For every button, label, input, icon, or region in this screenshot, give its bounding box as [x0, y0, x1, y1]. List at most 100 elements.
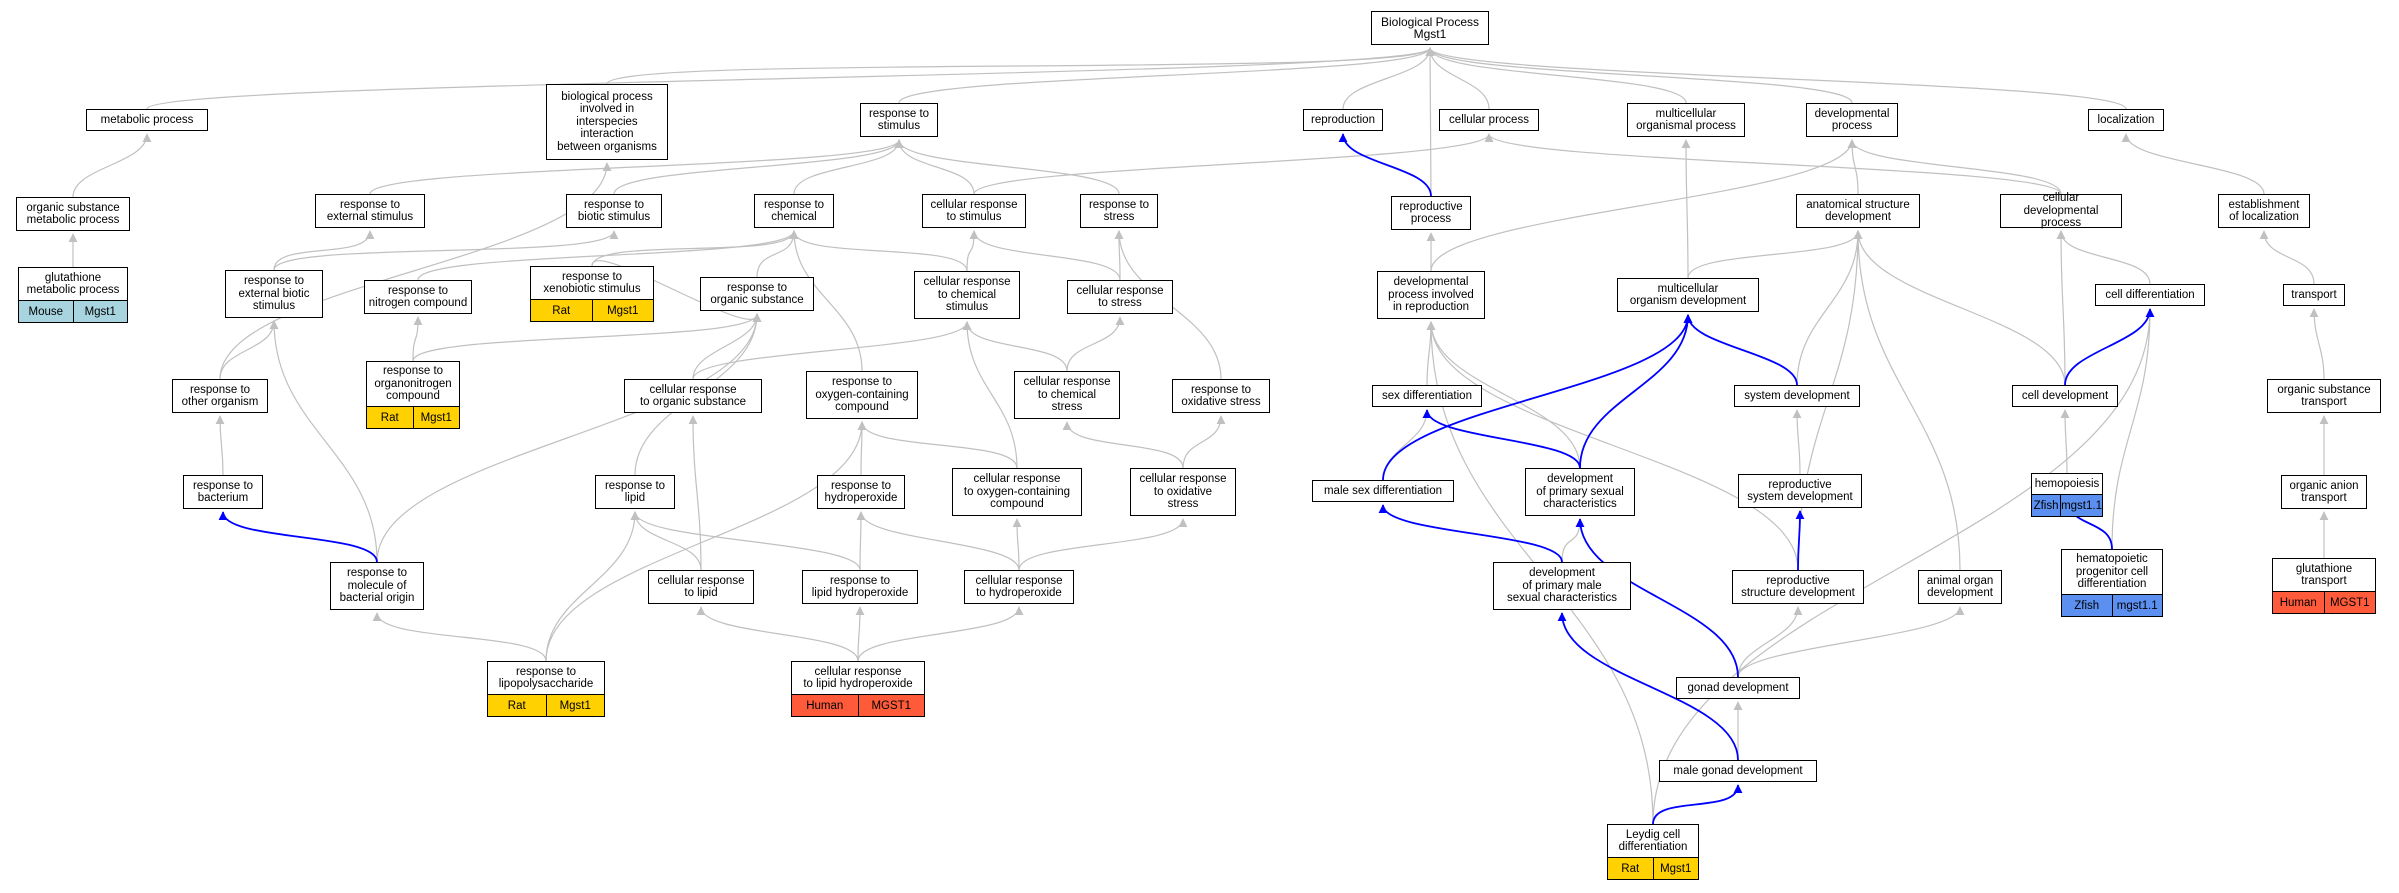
gene-label[interactable]: mgst1.1: [2060, 495, 2102, 516]
gene-label[interactable]: Mgst1: [545, 695, 605, 716]
go-term-celldev[interactable]: cell development: [2012, 385, 2118, 407]
go-term-respbact[interactable]: response to bacterium: [183, 475, 263, 509]
go-term-cellrespstim[interactable]: cellular response to stimulus: [922, 194, 1026, 228]
go-term-reprodstructdev[interactable]: reproductive structure development: [1732, 570, 1864, 604]
gene-label[interactable]: mgst1.1: [2111, 595, 2163, 616]
go-term-sexdiff[interactable]: sex differentiation: [1372, 385, 1482, 407]
go-term-animalorgan[interactable]: animal organ development: [1918, 570, 2002, 604]
go-term-celldiff[interactable]: cell differentiation: [2095, 284, 2205, 306]
go-term-anatdev[interactable]: anatomical structure development: [1796, 194, 1920, 228]
go-term-devreprod[interactable]: developmental process involved in reprod…: [1377, 271, 1485, 319]
edge-cellrespstress-to-cellrespstim: [969, 230, 1121, 281]
go-term-malesexdiff[interactable]: male sex differentiation: [1312, 480, 1454, 502]
gene-label[interactable]: MGST1: [857, 695, 925, 716]
go-term-cellrespoxy[interactable]: cellular response to oxygen-containing c…: [952, 468, 1082, 516]
go-term-respxeno[interactable]: response to xenobiotic stimulus: [530, 266, 654, 300]
go-term-cellrespoxstress[interactable]: cellular response to oxidative stress: [1130, 468, 1236, 516]
go-term-respextbiotic[interactable]: response to external biotic stimulus: [225, 270, 323, 318]
go-term-multidev[interactable]: multicellular organism development: [1617, 278, 1759, 312]
species-label[interactable]: Human: [806, 699, 844, 712]
go-term-respchem[interactable]: response to chemical: [754, 194, 834, 228]
edge-sexdiff-to-devreprod: [1426, 321, 1436, 386]
go-term-reprodproc[interactable]: reproductive process: [1391, 196, 1471, 230]
gene-label[interactable]: Mgst1: [72, 301, 128, 322]
edge-cellrespchem-to-cellrespstim: [966, 230, 979, 272]
go-term-hemaprog[interactable]: hematopoietic progenitor cell differenti…: [2061, 549, 2163, 595]
go-term-multiproc[interactable]: multicellular organismal process: [1627, 103, 1745, 137]
go-term-respoxstress[interactable]: response to oxidative stress: [1172, 379, 1270, 413]
go-term-cellrespstress[interactable]: cellular response to stress: [1067, 280, 1173, 314]
go-term-resplps[interactable]: response to lipopolysaccharide: [487, 661, 605, 695]
go-term-respnitro[interactable]: response to nitrogen compound: [364, 280, 472, 314]
go-term-gluttrans[interactable]: glutathione transport: [2272, 558, 2376, 592]
go-term-cellrespchem[interactable]: cellular response to chemical stimulus: [914, 271, 1020, 319]
go-term-cellresplipid[interactable]: cellular response to lipid: [648, 570, 754, 604]
go-term-respoxy[interactable]: response to oxygen-containing compound: [806, 371, 918, 419]
edge-cellresplipid-to-cellresporgsub: [688, 415, 702, 571]
go-term-cellresporgsub[interactable]: cellular response to organic substance: [624, 379, 762, 413]
edge-resporgnitro-to-respnitro: [412, 316, 423, 362]
go-term-cellproc[interactable]: cellular process: [1439, 109, 1539, 131]
species-label[interactable]: Mouse: [28, 305, 64, 318]
gene-label[interactable]: Mgst1: [591, 300, 654, 321]
go-term-sysdev[interactable]: system development: [1734, 385, 1860, 407]
go-term-label: anatomical structure development: [1806, 198, 1910, 224]
go-term-label: response to organic substance: [710, 281, 804, 307]
go-term-bpinter[interactable]: biological process involved in interspec…: [546, 84, 668, 160]
species-label[interactable]: Rat: [552, 304, 571, 317]
edge-resporgnitro-to-resporgsub: [412, 313, 762, 362]
edge-gonaddev-to-animalorgan: [1737, 606, 1965, 678]
go-term-devprimmale[interactable]: development of primary male sexual chara…: [1493, 562, 1631, 610]
edge-reproduction-to-root: [1342, 47, 1435, 110]
go-term-cellrespchemstress[interactable]: cellular response to chemical stress: [1014, 371, 1120, 419]
go-term-leydig[interactable]: Leydig cell differentiation: [1607, 824, 1699, 858]
go-term-respext[interactable]: response to external stimulus: [315, 194, 425, 228]
go-term-root[interactable]: Biological Process Mgst1: [1371, 11, 1489, 45]
edge-respmolbact-to-respbact: [218, 511, 378, 563]
go-term-respmolbact[interactable]: response to molecule of bacterial origin: [330, 562, 424, 610]
go-term-metabolic[interactable]: metabolic process: [86, 109, 208, 131]
go-term-orgsubmet[interactable]: organic substance metabolic process: [16, 197, 130, 231]
go-term-glut[interactable]: glutathione metabolic process: [18, 267, 128, 301]
go-term-malegonad[interactable]: male gonad development: [1659, 760, 1817, 782]
go-term-estloc[interactable]: establishment of localization: [2218, 194, 2310, 228]
go-term-gonaddev[interactable]: gonad development: [1676, 677, 1800, 699]
species-label[interactable]: Rat: [1621, 862, 1640, 875]
go-term-celldevproc[interactable]: cellular developmental process: [2000, 192, 2122, 229]
edge-malegonad-to-devprimmale: [1557, 612, 1739, 761]
go-term-hemopoiesis[interactable]: hemopoiesis: [2031, 473, 2103, 495]
go-term-devprimsex[interactable]: development of primary sexual characteri…: [1525, 468, 1635, 516]
species-label[interactable]: Rat: [507, 699, 526, 712]
go-term-resphydro[interactable]: response to hydroperoxide: [817, 475, 905, 509]
go-term-devproc[interactable]: developmental process: [1806, 103, 1898, 137]
edge-cellresporgsub-to-cellrespchem: [692, 321, 972, 380]
species-label[interactable]: Zfish: [2074, 599, 2100, 612]
go-term-orgaaniontrans[interactable]: organic anion transport: [2281, 475, 2367, 509]
go-term-resporgsub[interactable]: response to organic substance: [700, 277, 814, 311]
go-term-transport[interactable]: transport: [2283, 284, 2345, 306]
go-term-reprodsysdev[interactable]: reproductive system development: [1738, 474, 1862, 508]
go-term-resporgnitro[interactable]: response to organonitrogen compound: [366, 361, 460, 407]
species-label[interactable]: Rat: [380, 411, 399, 424]
species-label[interactable]: Zfish: [2033, 499, 2059, 512]
go-term-reproduction[interactable]: reproduction: [1303, 109, 1383, 131]
go-term-cellresphydro[interactable]: cellular response to hydroperoxide: [964, 570, 1074, 604]
go-term-label: response to bacterium: [192, 479, 254, 505]
go-term-resplipid[interactable]: response to lipid: [595, 475, 675, 509]
go-term-respother[interactable]: response to other organism: [172, 379, 268, 413]
gene-label[interactable]: MGST1: [2323, 592, 2376, 613]
edge-resplps-to-respmolbact: [372, 612, 547, 662]
go-term-orgsubtrans[interactable]: organic substance transport: [2267, 379, 2381, 413]
go-term-respbiotic[interactable]: response to biotic stimulus: [566, 194, 662, 228]
go-term-localization[interactable]: localization: [2088, 109, 2164, 131]
go-term-label: response to stimulus: [868, 107, 930, 133]
gene-label[interactable]: Mgst1: [412, 407, 460, 428]
species-label[interactable]: Human: [2279, 596, 2317, 609]
go-term-label: response to external biotic stimulus: [238, 275, 310, 313]
go-term-respstim[interactable]: response to stimulus: [860, 103, 938, 137]
edge-respoxy-to-respchem: [789, 230, 863, 372]
gene-label[interactable]: Mgst1: [1652, 858, 1699, 879]
go-term-cellresplipidhydro[interactable]: cellular response to lipid hydroperoxide: [791, 661, 925, 695]
go-term-resplipidhydro[interactable]: response to lipid hydroperoxide: [802, 570, 918, 604]
go-term-respstress[interactable]: response to stress: [1080, 194, 1158, 228]
